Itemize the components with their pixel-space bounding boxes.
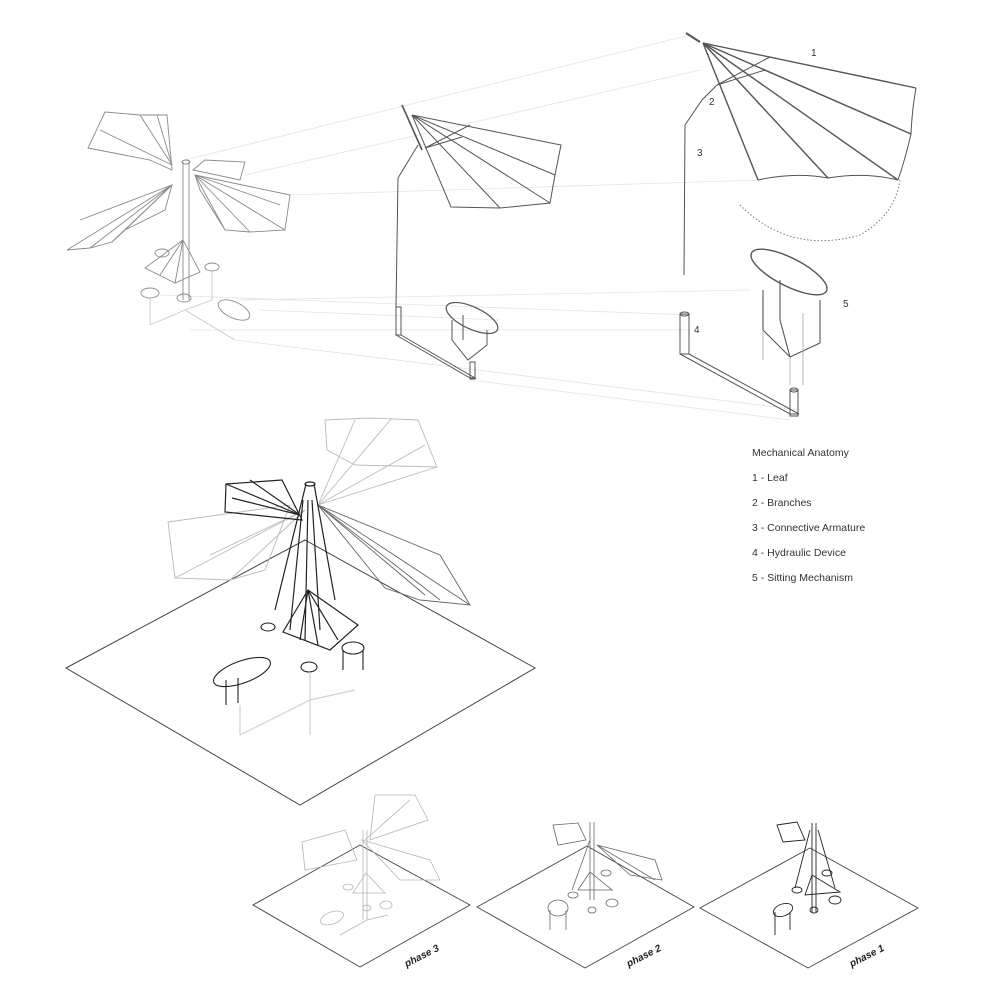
ground-plane	[64, 539, 537, 806]
legend-item-hydraulic-device: 4 - Hydraulic Device	[752, 547, 846, 559]
callout-1: 1	[811, 48, 817, 59]
callout-2: 2	[709, 97, 715, 108]
projection-lines	[159, 34, 801, 421]
legend-item-leaf: 1 - Leaf	[752, 472, 788, 484]
legend-title: Mechanical Anatomy	[752, 447, 849, 459]
single-module	[395, 104, 562, 380]
main-isometric	[64, 417, 537, 806]
callout-4: 4	[694, 325, 700, 336]
legend-item-sitting-mechanism: 5 - Sitting Mechanism	[752, 572, 853, 584]
callout-5: 5	[843, 299, 849, 310]
phase-1-diagram	[699, 821, 919, 969]
legend-item-branches: 2 - Branches	[752, 497, 812, 509]
callout-3: 3	[697, 148, 703, 159]
legend-item-connective-armature: 3 - Connective Armature	[752, 522, 866, 534]
phase-3-diagram	[252, 794, 471, 968]
legend: Mechanical Anatomy 1 - Leaf 2 - Branches…	[752, 447, 865, 597]
assembly-overview	[66, 111, 291, 341]
phase-2-diagram	[476, 822, 695, 969]
exploded-anatomy	[679, 32, 917, 417]
